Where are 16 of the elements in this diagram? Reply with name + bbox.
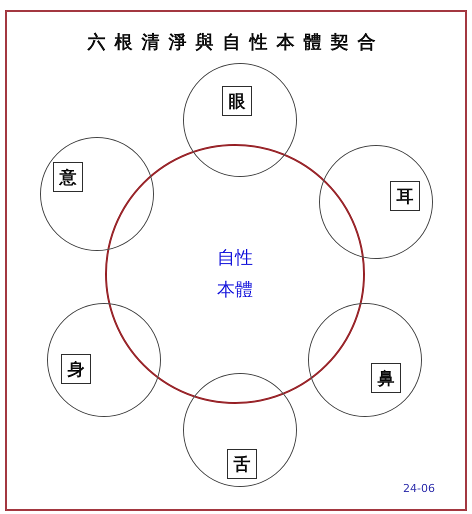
circle xyxy=(183,373,297,487)
central-circle xyxy=(105,144,365,404)
character-label: 鼻 xyxy=(371,363,401,393)
title: 六根清淨與自性本體契合 xyxy=(86,31,386,54)
circle xyxy=(47,303,161,417)
circle xyxy=(40,137,154,251)
character-label: 耳 xyxy=(390,181,420,211)
character-label: 舌 xyxy=(227,449,257,479)
character-label: 意 xyxy=(53,162,83,192)
character-label: 身 xyxy=(61,354,91,384)
circle xyxy=(319,145,433,259)
circle xyxy=(183,63,297,177)
circle xyxy=(308,303,422,417)
page-number: 24-06 xyxy=(403,482,435,495)
center-text: 自性本體 xyxy=(216,246,254,302)
character-label: 眼 xyxy=(222,86,252,116)
